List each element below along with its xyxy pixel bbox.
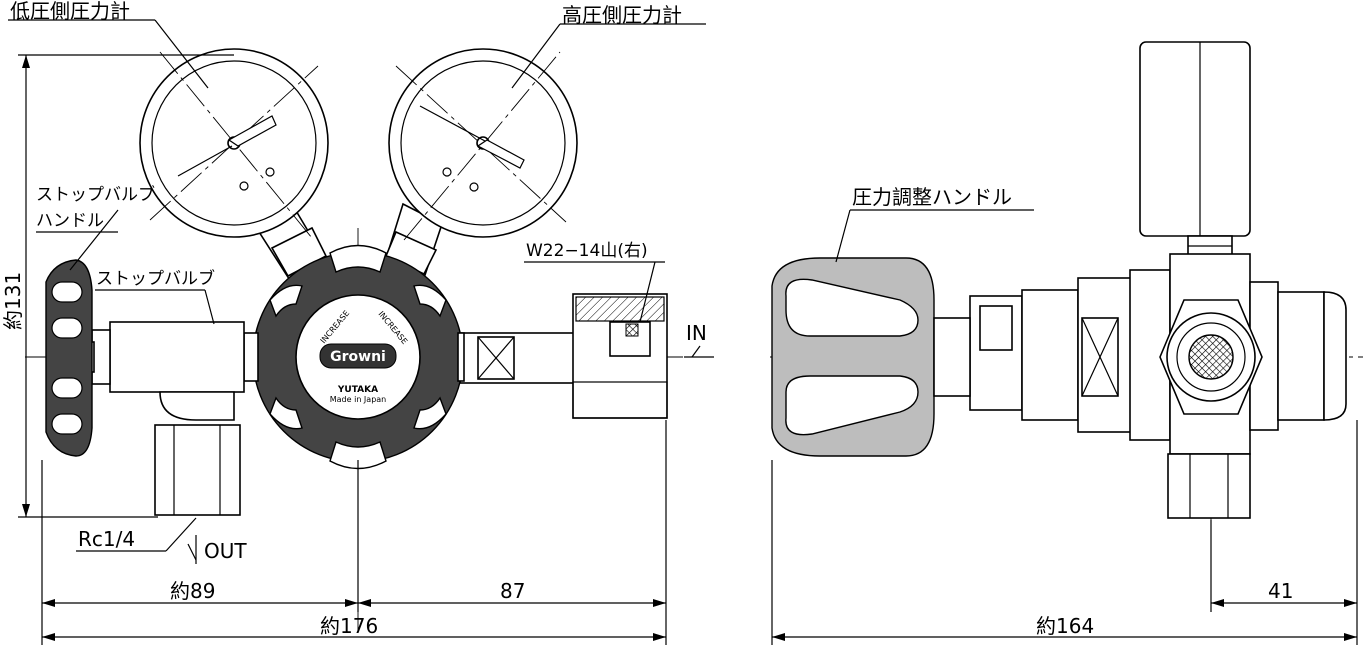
- side-leaders: [835, 209, 1034, 263]
- stop-valve: [81, 321, 245, 516]
- front-dimensions: [18, 54, 667, 645]
- side-body: [969, 253, 1347, 519]
- side-width-dimension: 約164: [1036, 614, 1094, 638]
- inlet-label: IN: [686, 321, 707, 345]
- adjust-handle-label: 圧力調整ハンドル: [852, 185, 1012, 209]
- front-leaders: [8, 19, 714, 564]
- side-dimensions: [771, 420, 1358, 645]
- stop-valve-label: ストップバルブ: [96, 268, 215, 289]
- stop-valve-handle: [45, 259, 93, 457]
- port-label: Rc1/4: [78, 527, 135, 551]
- low-pressure-gauge: [139, 48, 329, 239]
- pressure-adjust-handle: [771, 257, 971, 457]
- outlet-label: OUT: [204, 539, 247, 563]
- total-width-dimension: 約176: [320, 614, 378, 638]
- high-pressure-gauge: [388, 48, 578, 241]
- side-offset-dimension: 41: [1268, 579, 1293, 603]
- low-gauge-label: 低圧側圧力計: [10, 0, 130, 23]
- stop-valve-handle-label-2: ハンドル: [36, 211, 104, 231]
- side-gauge: [1139, 41, 1251, 277]
- regulator-body: [243, 244, 465, 470]
- right-width-dimension: 87: [500, 579, 525, 603]
- brand-logo-text: Growni: [330, 349, 386, 365]
- stop-valve-handle-label-1: ストップバルブ: [36, 184, 155, 205]
- inlet-pipe: [459, 293, 668, 419]
- origin-text: Made in Japan: [330, 395, 387, 404]
- maker-text: YUTAKA: [337, 385, 378, 395]
- high-gauge-label: 高圧側圧力計: [562, 3, 682, 27]
- height-dimension: 約131: [1, 272, 25, 330]
- thread-label: W22−14山(右): [526, 241, 648, 261]
- left-width-dimension: 約89: [170, 579, 215, 603]
